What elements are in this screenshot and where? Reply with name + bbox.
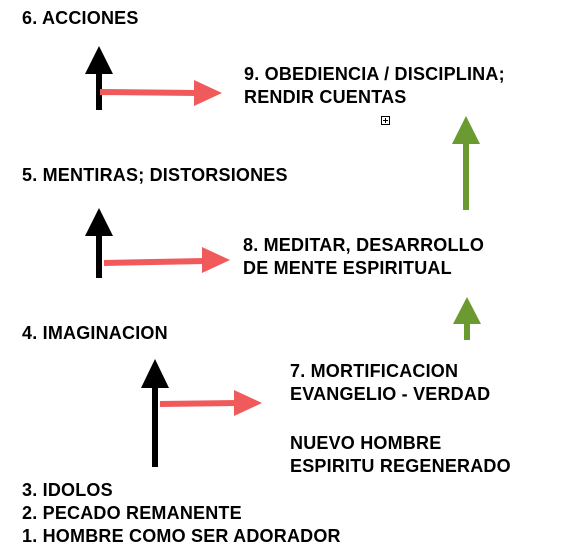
label-meditar: 8. MEDITAR, DESARROLLO DE MENTE ESPIRITU…	[243, 234, 484, 280]
label-pecado: 2. PECADO REMANENTE	[22, 503, 242, 523]
up-arrow-acciones	[85, 46, 113, 110]
label-mortificacion-line1: 7. MORTIFICACION	[290, 361, 459, 381]
label-mortificacion: 7. MORTIFICACION EVANGELIO - VERDAD	[290, 360, 490, 406]
right-arrow-mortificacion	[159, 390, 262, 416]
label-meditar-line1: 8. MEDITAR, DESARROLLO	[243, 235, 485, 255]
label-nuevo-line1: NUEVO HOMBRE	[290, 433, 442, 453]
right-arrow-meditar	[103, 247, 230, 273]
growth-arrow-upper	[452, 116, 480, 210]
growth-arrow-lower	[453, 297, 481, 340]
label-imaginacion: 4. IMAGINACION	[22, 323, 168, 343]
label-acciones: 6. ACCIONES	[22, 8, 139, 28]
label-mentiras: 5. MENTIRAS; DISTORSIONES	[22, 165, 288, 185]
up-arrow-imaginacion	[141, 359, 169, 467]
label-nuevo-line2: ESPIRITU REGENERADO	[290, 456, 511, 476]
label-obediencia-line1: 9. OBEDIENCIA / DISCIPLINA;	[244, 64, 505, 84]
label-nuevo-hombre: NUEVO HOMBRE ESPIRITU REGENERADO	[290, 432, 511, 478]
up-arrow-mentiras	[85, 208, 113, 278]
right-arrow-obediencia	[99, 80, 222, 106]
label-idolos: 3. IDOLOS	[22, 480, 113, 500]
label-hombre: 1. HOMBRE COMO SER ADORADOR	[22, 526, 341, 546]
label-mortificacion-line2: EVANGELIO - VERDAD	[290, 384, 491, 404]
small-box-marker-icon	[381, 116, 390, 125]
label-meditar-line2: DE MENTE ESPIRITUAL	[243, 258, 452, 278]
label-obediencia-line2: RENDIR CUENTAS	[244, 87, 407, 107]
label-obediencia: 9. OBEDIENCIA / DISCIPLINA; RENDIR CUENT…	[244, 63, 505, 109]
